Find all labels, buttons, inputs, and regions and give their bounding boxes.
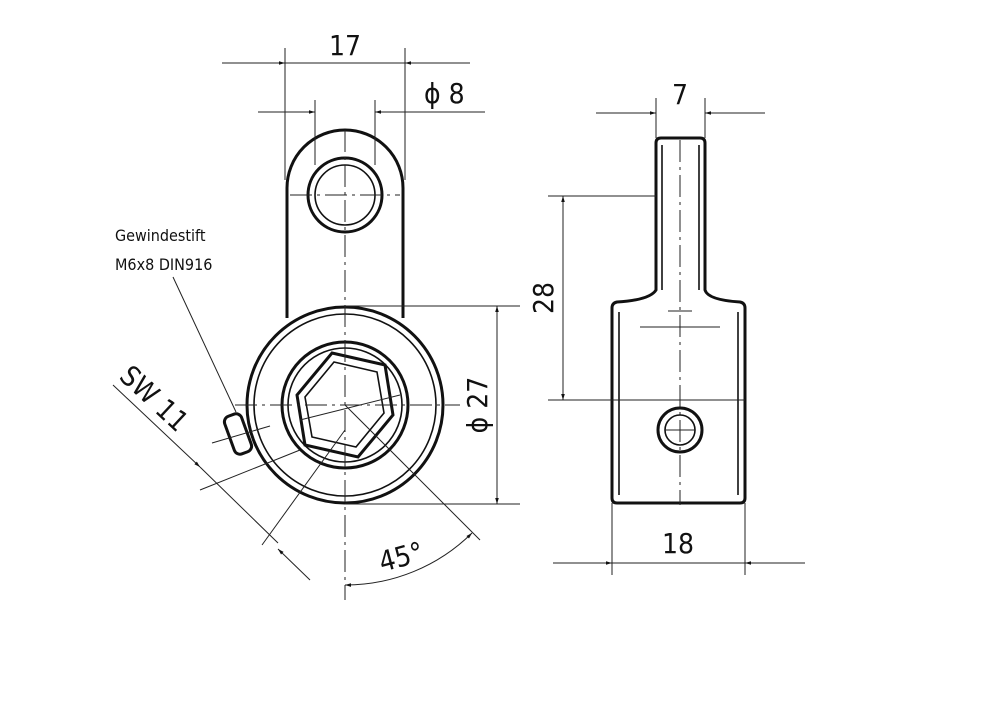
front-view — [199, 128, 481, 600]
side-screw-outer — [656, 406, 704, 454]
dim-height-28: 28 — [527, 282, 560, 314]
side-body-outline — [610, 136, 747, 505]
dim-width-17: 17 — [329, 29, 361, 62]
dim-eye-diameter: ϕ 8 — [424, 77, 465, 110]
dim-body-width: 18 — [662, 527, 694, 560]
dim-pin-width: 7 — [672, 78, 688, 111]
hexagon-socket — [295, 351, 395, 459]
dim-ring-diameter: ϕ 27 — [461, 377, 494, 434]
side-view — [610, 136, 747, 505]
note-set-screw-line2: M6x8 DIN916 — [115, 255, 212, 274]
note-set-screw-line1: Gewindestift — [115, 226, 206, 245]
dim-angle: 45° — [375, 535, 427, 578]
set-screw — [222, 412, 254, 456]
dim-wrench-size: SW 11 — [113, 359, 195, 438]
